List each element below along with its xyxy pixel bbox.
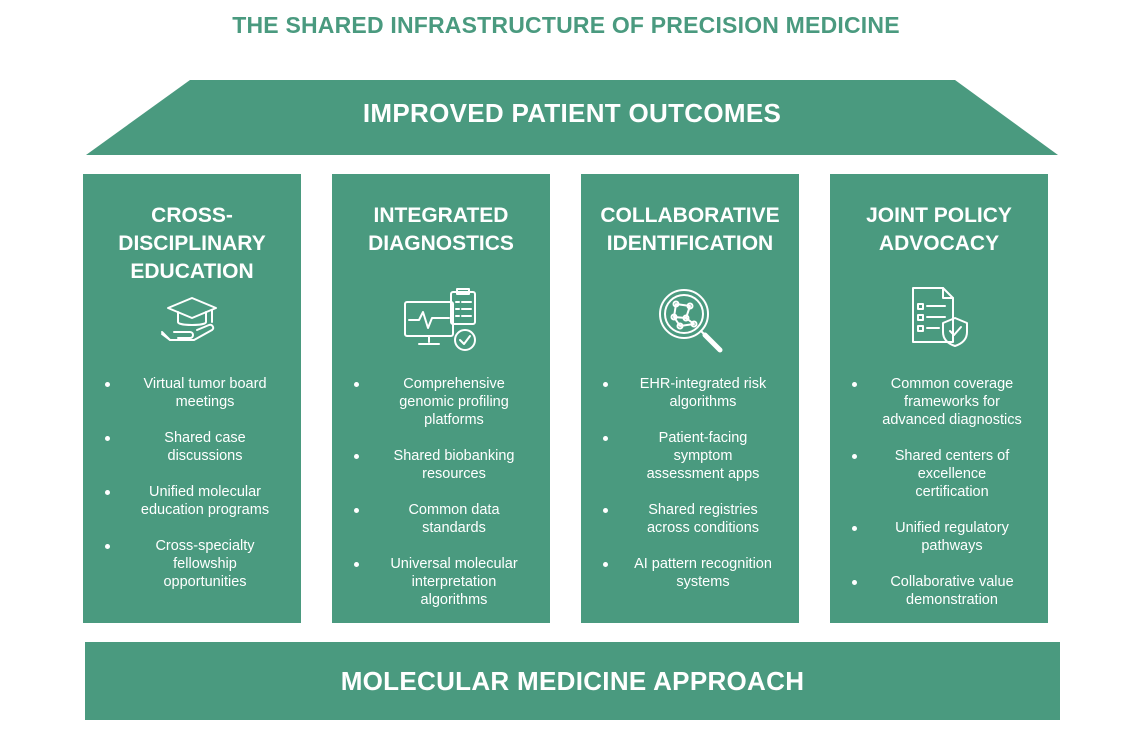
roof-shape — [86, 80, 1058, 155]
list-item: Cross-specialty fellowship opportunities — [83, 537, 301, 591]
pillar-identification: COLLABORATIVE IDENTIFICATION EHR-integra… — [581, 174, 799, 623]
list-item: Virtual tumor board meetings — [83, 375, 301, 411]
list-item: EHR-integrated risk algorithms — [581, 375, 799, 411]
list-item: Shared centers of excellence certificati… — [830, 447, 1048, 501]
list-item: Patient-facing symptom assessment apps — [581, 429, 799, 483]
list-item: Unified regulatory pathways — [830, 519, 1048, 555]
pillar-education: CROSS- DISCIPLINARY EDUCATION Virtual tu… — [83, 174, 301, 623]
list-item: Shared registries across conditions — [581, 501, 799, 537]
pillar-title: COLLABORATIVE IDENTIFICATION — [600, 204, 780, 255]
list-item: Collaborative value demonstration — [830, 573, 1048, 609]
monitor-clipboard-icon — [404, 288, 476, 351]
pillar-policy: JOINT POLICY ADVOCACY Common coverage fr… — [830, 174, 1048, 623]
list-item: Unified molecular education programs — [83, 483, 301, 519]
pillar-diagnostics: INTEGRATED DIAGNOSTICS Comprehensive gen… — [332, 174, 550, 623]
base-label: MOLECULAR MEDICINE APPROACH — [85, 642, 1060, 720]
pillar-title: INTEGRATED DIAGNOSTICS — [368, 204, 514, 255]
diagram-title: THE SHARED INFRASTRUCTURE OF PRECISION M… — [232, 12, 900, 38]
pillar-title: CROSS- DISCIPLINARY EDUCATION — [118, 204, 266, 283]
list-item: Comprehensive genomic profiling platform… — [332, 375, 550, 429]
document-shield-icon — [912, 287, 968, 347]
list-item: Shared case discussions — [83, 429, 301, 465]
magnifier-network-icon — [659, 289, 723, 353]
list-item: Common coverage frameworks for advanced … — [830, 375, 1048, 429]
list-item: AI pattern recognition systems — [581, 555, 799, 591]
list-item: Universal molecular interpretation algor… — [332, 555, 550, 609]
list-item: Shared biobanking resources — [332, 447, 550, 483]
pillar-title: JOINT POLICY ADVOCACY — [866, 204, 1012, 255]
list-item: Common data standards — [332, 501, 550, 537]
roof-label: IMPROVED PATIENT OUTCOMES — [362, 98, 782, 128]
graduation-cap-hand-icon — [161, 297, 217, 341]
